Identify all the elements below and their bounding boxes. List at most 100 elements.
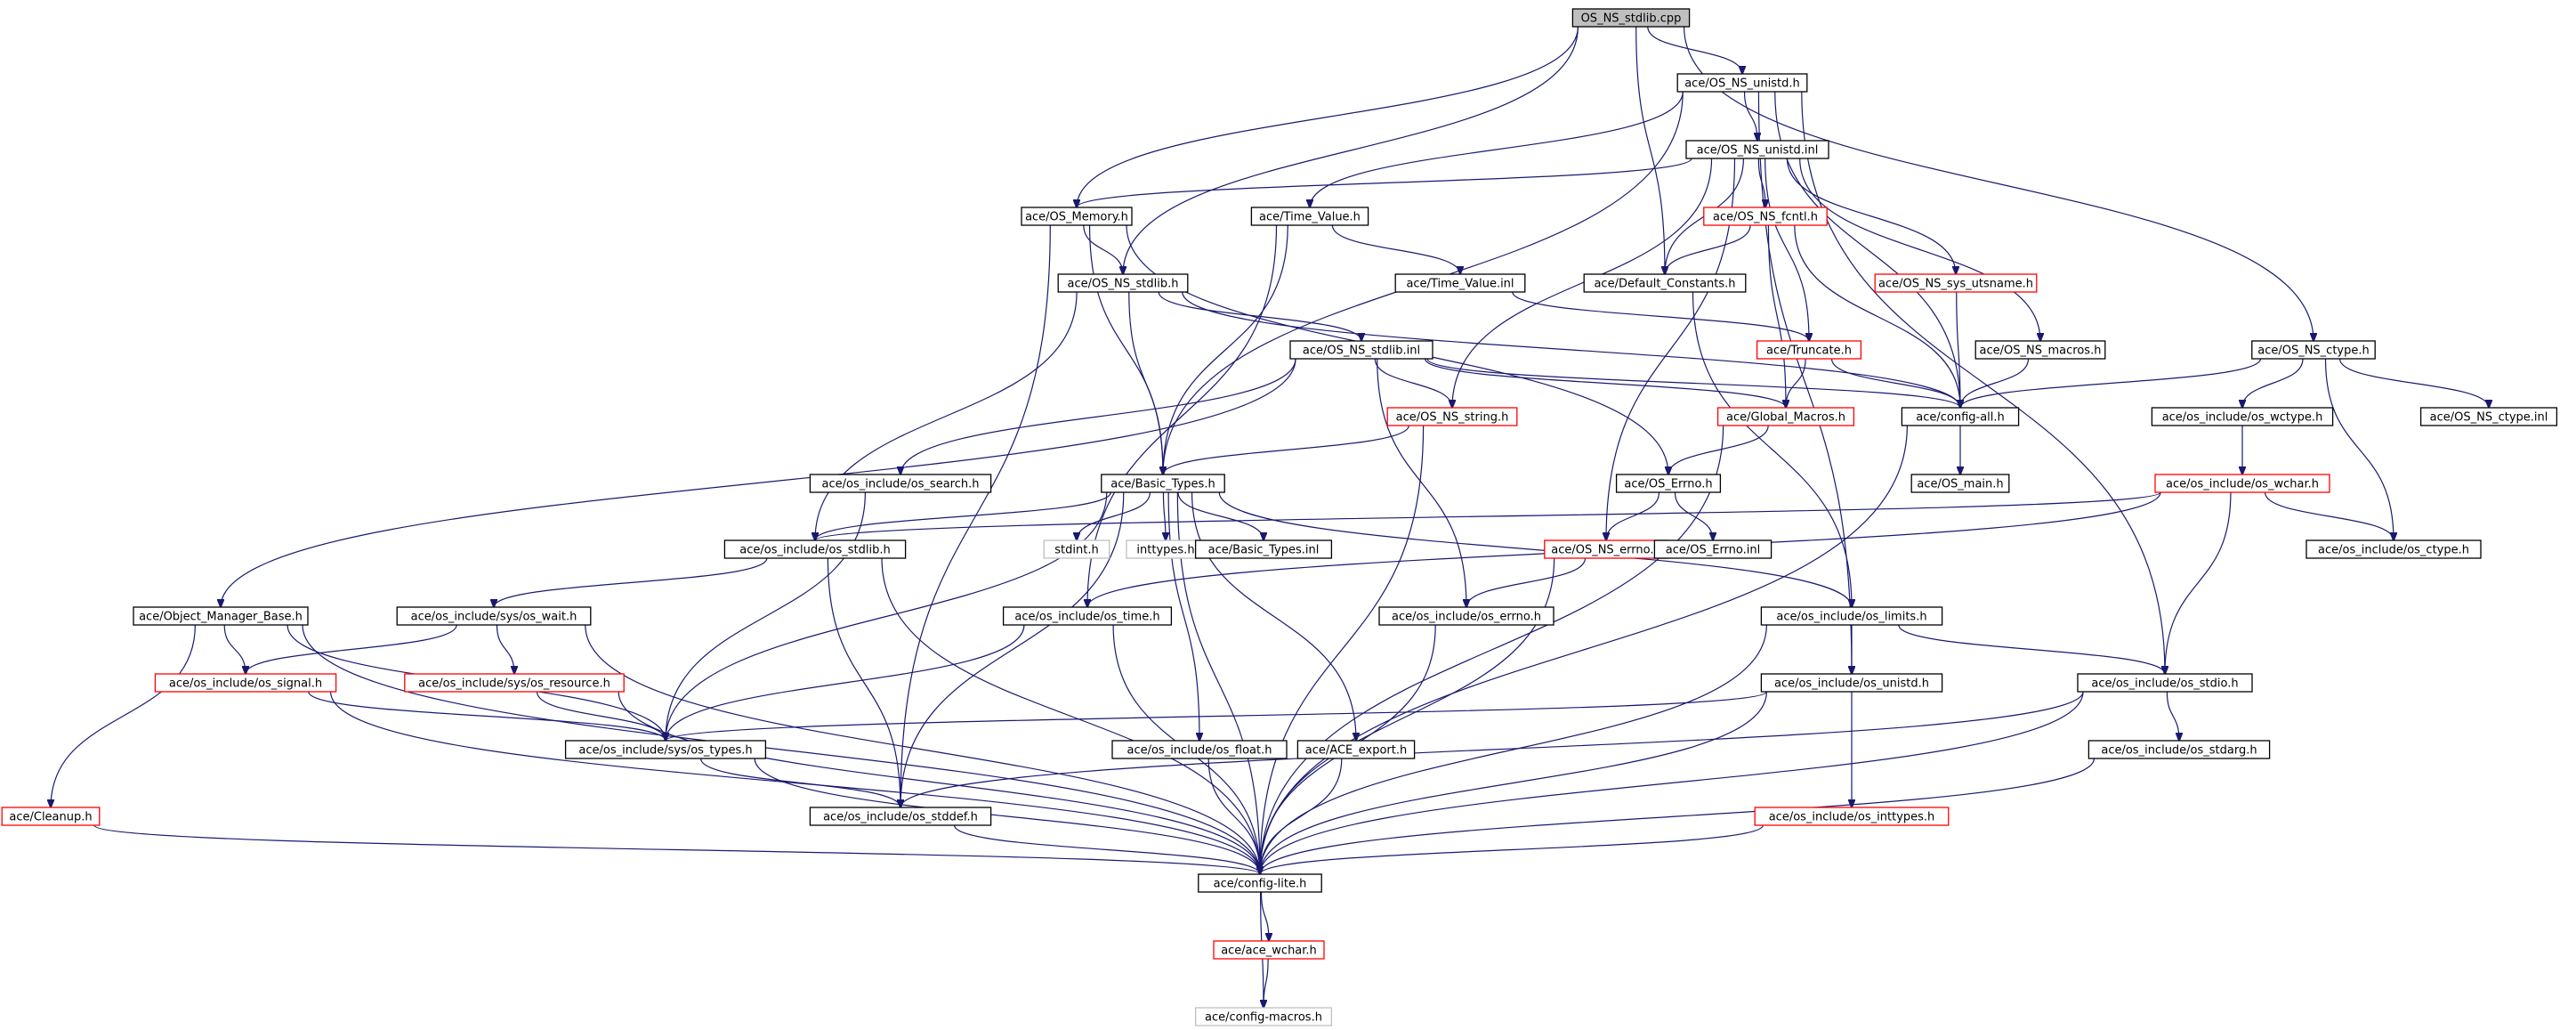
- node-box[interactable]: [1, 807, 101, 826]
- node-box[interactable]: [133, 606, 309, 626]
- node-os-include-os-wctype-h[interactable]: ace/os_include/os_wctype.h: [2151, 407, 2334, 426]
- node-box[interactable]: [1754, 807, 1950, 826]
- node-box[interactable]: [2305, 539, 2482, 559]
- node-os-ns-errno-h[interactable]: ace/OS_NS_errno.h: [1544, 539, 1668, 559]
- node-os-include-sys-os-wait-h[interactable]: ace/os_include/sys/os_wait.h: [396, 606, 592, 626]
- node-box[interactable]: [1703, 207, 1828, 226]
- node-os-include-os-stddef-h[interactable]: ace/os_include/os_stddef.h: [809, 807, 992, 826]
- node-box[interactable]: [1571, 8, 1691, 28]
- node-box[interactable]: [1057, 273, 1189, 293]
- node-box[interactable]: [1760, 606, 1943, 626]
- node-box[interactable]: [1394, 273, 1526, 293]
- node-os-include-sys-os-resource-h[interactable]: ace/os_include/sys/os_resource.h: [404, 673, 625, 693]
- node-box[interactable]: [404, 673, 625, 693]
- node-os-ns-ctype-h[interactable]: ace/OS_NS_ctype.h: [2251, 340, 2376, 360]
- node-box[interactable]: [1901, 407, 2020, 426]
- node-box[interactable]: [2151, 407, 2334, 426]
- node-box[interactable]: [1021, 207, 1133, 226]
- node-inttypes-h[interactable]: inttypes.h: [1126, 539, 1206, 559]
- node-box[interactable]: [2251, 340, 2376, 360]
- node-box[interactable]: [1874, 273, 2038, 293]
- node-box[interactable]: [2419, 407, 2558, 426]
- node-truncate-h[interactable]: ace/Truncate.h: [1756, 340, 1862, 360]
- node-box[interactable]: [809, 807, 992, 826]
- node-box[interactable]: [1002, 606, 1173, 626]
- node-box[interactable]: [1615, 474, 1722, 493]
- node-label: ace/os_include/os_time.h: [1014, 611, 1159, 624]
- node-os-include-os-float-h[interactable]: ace/os_include/os_float.h: [1111, 740, 1288, 759]
- node-os-ns-stdlib-h[interactable]: ace/OS_NS_stdlib.h: [1057, 273, 1189, 293]
- node-box[interactable]: [1101, 474, 1225, 493]
- node-os-include-os-unistd-h[interactable]: ace/os_include/os_unistd.h: [1760, 673, 1943, 693]
- node-os-include-os-signal-h[interactable]: ace/os_include/os_signal.h: [154, 673, 337, 693]
- node-os-include-os-errno-h[interactable]: ace/os_include/os_errno.h: [1378, 606, 1554, 626]
- node-box[interactable]: [1653, 539, 1773, 559]
- node-box[interactable]: [1583, 273, 1747, 293]
- node-box[interactable]: [1685, 140, 1829, 159]
- node-os-include-os-limits-h[interactable]: ace/os_include/os_limits.h: [1760, 606, 1943, 626]
- node-box[interactable]: [1250, 207, 1369, 226]
- node-os-include-os-stdarg-h[interactable]: ace/os_include/os_stdarg.h: [2087, 740, 2271, 759]
- node-os-include-os-time-h[interactable]: ace/os_include/os_time.h: [1002, 606, 1173, 626]
- node-os-ns-stdlib-inl[interactable]: ace/OS_NS_stdlib.inl: [1289, 340, 1433, 360]
- node-os-ns-macros-h[interactable]: ace/OS_NS_macros.h: [1974, 340, 2106, 360]
- node-config-macros-h[interactable]: ace/config-macros.h: [1194, 1007, 1333, 1026]
- node-box[interactable]: [1289, 340, 1433, 360]
- node-os-ns-unistd-h[interactable]: ace/OS_NS_unistd.h: [1676, 73, 1808, 93]
- node-box[interactable]: [2154, 474, 2330, 493]
- node-basic-types-h[interactable]: ace/Basic_Types.h: [1101, 474, 1225, 493]
- node-box[interactable]: [1194, 1007, 1333, 1026]
- node-global-macros-h[interactable]: ace/Global_Macros.h: [1716, 407, 1855, 426]
- node-basic-types-inl[interactable]: ace/Basic_Types.inl: [1194, 539, 1333, 559]
- node-box[interactable]: [1386, 407, 1518, 426]
- node-box[interactable]: [2087, 740, 2271, 759]
- node-os-include-os-wchar-h[interactable]: ace/os_include/os_wchar.h: [2154, 474, 2330, 493]
- node-default-constants-h[interactable]: ace/Default_Constants.h: [1583, 273, 1747, 293]
- node-os-include-os-ctype-h[interactable]: ace/os_include/os_ctype.h: [2305, 539, 2482, 559]
- node-config-all-h[interactable]: ace/config-all.h: [1901, 407, 2020, 426]
- node-ace-export-h[interactable]: ace/ACE_export.h: [1296, 740, 1416, 759]
- node-box[interactable]: [1760, 673, 1943, 693]
- node-time-value-inl[interactable]: ace/Time_Value.inl: [1394, 273, 1526, 293]
- node-os-ns-sys-utsname-h[interactable]: ace/OS_NS_sys_utsname.h: [1874, 273, 2038, 293]
- node-os-ns-fcntl-h[interactable]: ace/OS_NS_fcntl.h: [1703, 207, 1828, 226]
- node-os-ns-unistd-inl[interactable]: ace/OS_NS_unistd.inl: [1685, 140, 1829, 159]
- node-stdint-h[interactable]: stdint.h: [1043, 539, 1110, 559]
- node-box[interactable]: [1676, 73, 1808, 93]
- node-os-ns-stdlib-cpp[interactable]: OS_NS_stdlib.cpp: [1571, 8, 1691, 28]
- node-box[interactable]: [1974, 340, 2106, 360]
- node-os-include-os-search-h[interactable]: ace/os_include/os_search.h: [809, 474, 992, 493]
- node-box[interactable]: [396, 606, 592, 626]
- node-os-ns-string-h[interactable]: ace/OS_NS_string.h: [1386, 407, 1518, 426]
- node-cleanup-h[interactable]: ace/Cleanup.h: [1, 807, 101, 826]
- node-os-include-os-stdio-h[interactable]: ace/os_include/os_stdio.h: [2077, 673, 2253, 693]
- node-box[interactable]: [809, 474, 992, 493]
- node-config-lite-h[interactable]: ace/config-lite.h: [1198, 873, 1322, 893]
- node-box[interactable]: [154, 673, 337, 693]
- node-box[interactable]: [1296, 740, 1416, 759]
- edge-os_include_os_wchar_h-to-os_include_os_stdlib_h: [815, 491, 2161, 540]
- node-box[interactable]: [1378, 606, 1554, 626]
- node-os-main-h[interactable]: ace/OS_main.h: [1910, 474, 2010, 493]
- node-box[interactable]: [1111, 740, 1288, 759]
- node-object-manager-base-h[interactable]: ace/Object_Manager_Base.h: [133, 606, 309, 626]
- node-box[interactable]: [1756, 340, 1862, 360]
- node-os-ns-ctype-inl[interactable]: ace/OS_NS_ctype.inl: [2419, 407, 2558, 426]
- node-os-errno-h[interactable]: ace/OS_Errno.h: [1615, 474, 1722, 493]
- node-os-memory-h[interactable]: ace/OS_Memory.h: [1021, 207, 1133, 226]
- node-box[interactable]: [1213, 940, 1325, 960]
- node-box[interactable]: [723, 539, 907, 559]
- node-box[interactable]: [1194, 539, 1333, 559]
- node-box[interactable]: [2077, 673, 2253, 693]
- node-box[interactable]: [564, 740, 767, 759]
- node-os-include-os-inttypes-h[interactable]: ace/os_include/os_inttypes.h: [1754, 807, 1950, 826]
- node-time-value-h[interactable]: ace/Time_Value.h: [1250, 207, 1369, 226]
- node-box[interactable]: [1198, 873, 1322, 893]
- node-ace-wchar-h[interactable]: ace/ace_wchar.h: [1213, 940, 1325, 960]
- node-os-include-os-stdlib-h[interactable]: ace/os_include/os_stdlib.h: [723, 539, 907, 559]
- node-os-errno-inl[interactable]: ace/OS_Errno.inl: [1653, 539, 1773, 559]
- node-box[interactable]: [1043, 539, 1110, 559]
- node-box[interactable]: [1910, 474, 2010, 493]
- node-os-include-sys-os-types-h[interactable]: ace/os_include/sys/os_types.h: [564, 740, 767, 759]
- node-box[interactable]: [1716, 407, 1855, 426]
